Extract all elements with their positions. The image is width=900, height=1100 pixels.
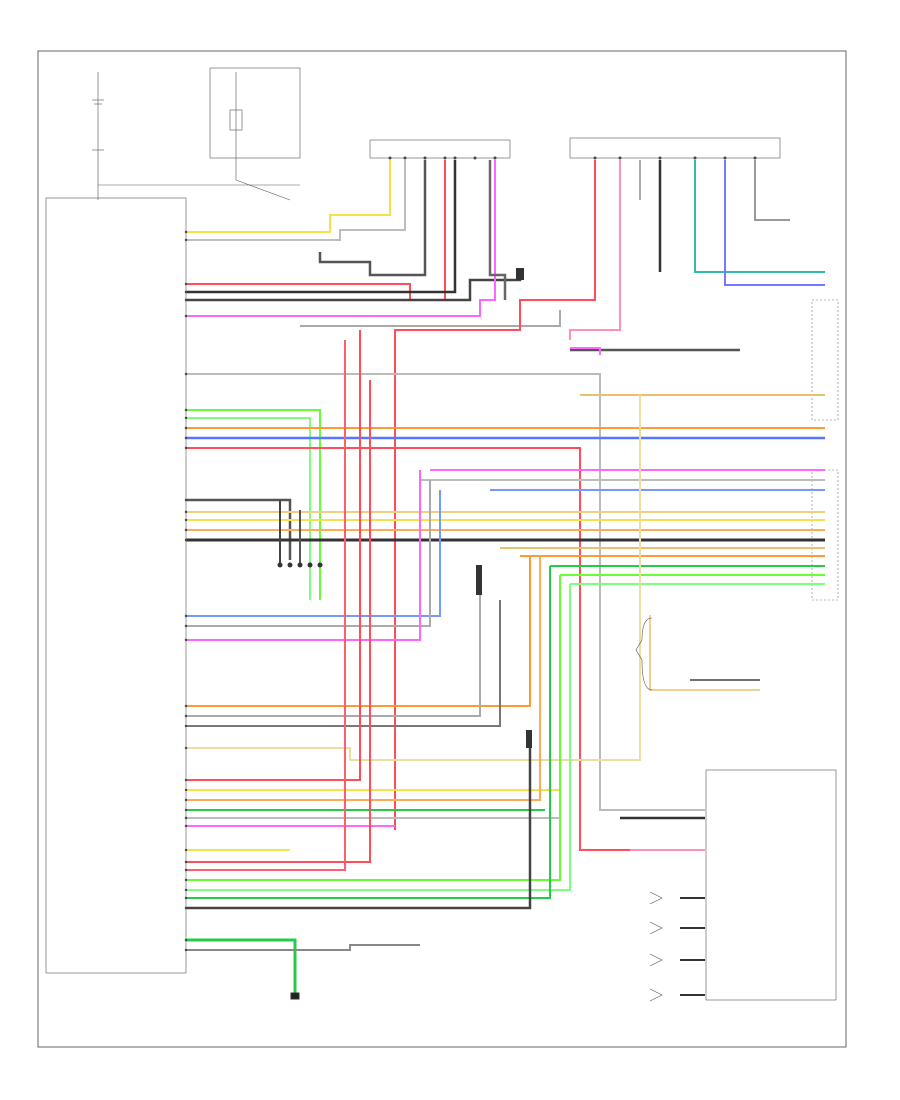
wire-orange-5 (186, 556, 541, 801)
wire-tan-4 (186, 395, 641, 761)
wire-lime-3 (186, 575, 561, 881)
wire-magenta-2 (570, 347, 601, 355)
wire-orange-4 (186, 556, 531, 707)
wire-red-6 (186, 340, 346, 871)
wire-green-ground (186, 938, 297, 995)
wires (186, 160, 825, 996)
wire-purple-1 (724, 160, 825, 286)
top-connector-pins (388, 156, 757, 160)
wire-red-2 (394, 160, 596, 830)
wire-gray-1 (186, 160, 406, 241)
wire-darkgray-2 (488, 160, 507, 300)
wire-green-3 (186, 566, 551, 899)
speaker-module-box (811, 299, 839, 421)
wire-darkgray-5 (186, 600, 501, 727)
top-connector-a (369, 139, 511, 159)
wire-gray-4 (754, 160, 790, 221)
wire-gray-8 (186, 590, 481, 717)
outer-frame (37, 50, 847, 1048)
wire-red-1 (186, 160, 446, 301)
wire-magenta-4 (186, 470, 421, 641)
wire-darkgray-1 (318, 160, 427, 277)
wire-lime-1 (186, 409, 321, 600)
wire-gray-2 (300, 310, 561, 327)
wire-magenta-1 (186, 160, 496, 317)
ground-symbol (290, 992, 300, 1000)
wire-red-5 (186, 380, 371, 863)
speaker-brace (635, 617, 653, 691)
fuse-block (209, 67, 301, 159)
wire-yellow-1 (186, 160, 391, 233)
radio-box (45, 197, 187, 974)
splice-pack-dots (277, 562, 323, 568)
wire-black-5 (186, 730, 532, 910)
wire-gray-ground (186, 944, 420, 951)
wire-gray-5 (186, 373, 705, 811)
wire-lightgreen-3 (186, 584, 571, 891)
wire-cyan-1 (694, 160, 825, 273)
wire-tan-speaker (649, 615, 760, 691)
wire-red-4 (186, 330, 361, 781)
wire-blue-3 (186, 490, 441, 617)
antenna-symbols (649, 891, 663, 1002)
wire-lightgreen-1 (186, 417, 311, 600)
battery-symbol (92, 72, 300, 200)
wire-pink-1 (569, 160, 621, 340)
top-connector-b (569, 137, 781, 159)
inline-markers (476, 268, 532, 748)
antenna-module-box (705, 769, 837, 1001)
wire-gray-7 (186, 480, 431, 627)
wire-black-1 (186, 160, 457, 294)
radio-pins (184, 230, 188, 952)
fuse-symbol (229, 72, 291, 201)
